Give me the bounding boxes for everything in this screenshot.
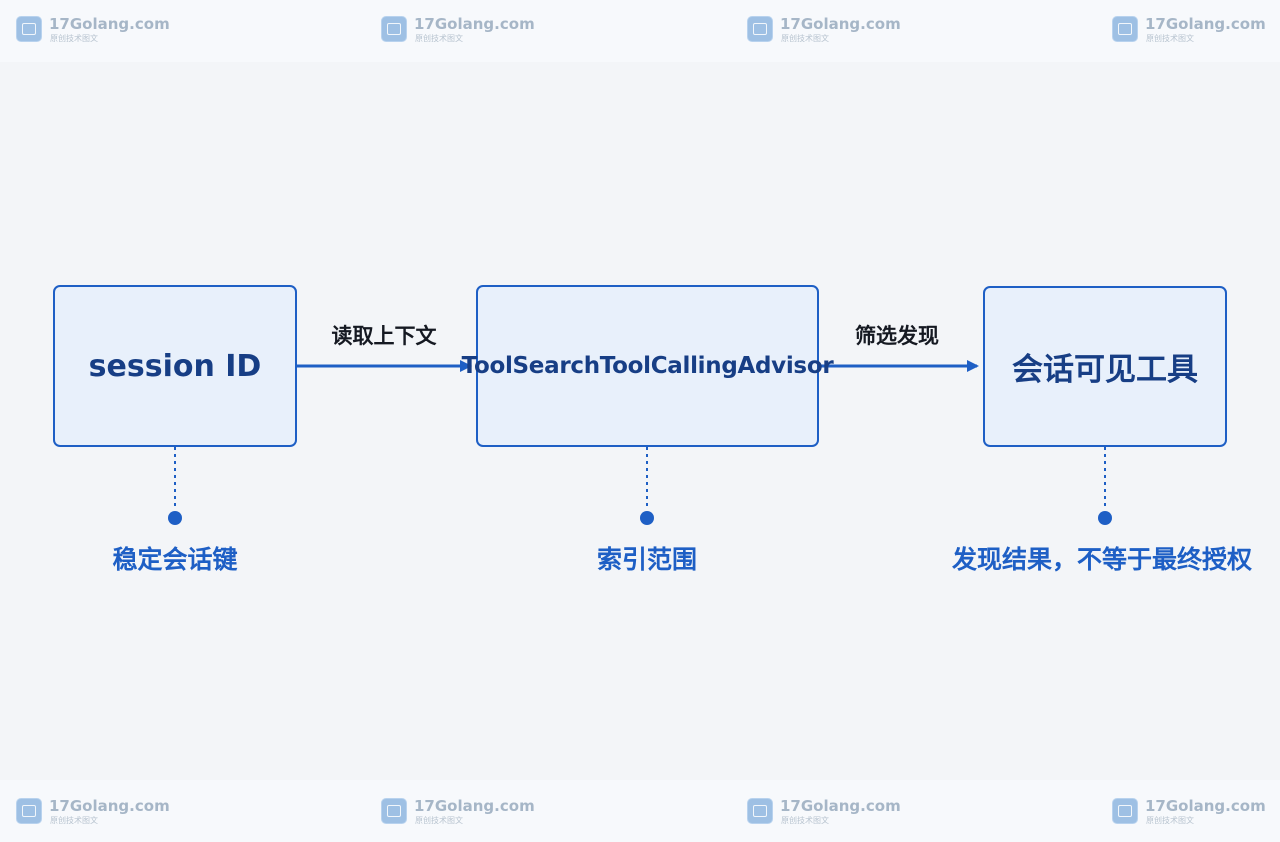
watermark-subtitle: 原创技术图文 [415,34,463,43]
note-dot-tools [1098,511,1112,525]
note-index-scope: 索引范围 [596,545,698,574]
watermark-title: 17Golang.com [49,797,170,815]
watermark: 17Golang.com 原创技术图文 [1112,797,1266,827]
17golang-logo-icon [1112,798,1138,824]
watermark: 17Golang.com 原创技术图文 [1112,15,1266,45]
watermark: 17Golang.com 原创技术图文 [747,15,901,45]
watermark-title: 17Golang.com [1145,15,1266,33]
watermark-band-top: 17Golang.com 原创技术图文 17Golang.com 原创技术图文 … [0,0,1280,62]
note-stable-session-key: 稳定会话键 [112,545,238,574]
note-dot-advisor [640,511,654,525]
node-tool-search-advisor: ToolSearchToolCallingAdvisor [462,285,834,447]
watermark: 17Golang.com 原创技术图文 [16,797,170,827]
watermark-subtitle: 原创技术图文 [781,34,829,43]
node-visible-tools: 会话可见工具 [983,286,1227,447]
17golang-logo-icon [16,16,42,42]
watermark-subtitle: 原创技术图文 [415,816,463,825]
watermark-subtitle: 原创技术图文 [1146,816,1194,825]
17golang-logo-icon [747,16,773,42]
edge-label-read-context: 读取上下文 [331,324,437,348]
watermark: 17Golang.com 原创技术图文 [747,797,901,827]
watermark-title: 17Golang.com [49,15,170,33]
17golang-logo-icon [747,798,773,824]
note-discovery-not-authorization: 发现结果，不等于最终授权 [951,545,1253,574]
note-dot-session [168,511,182,525]
watermark: 17Golang.com 原创技术图文 [381,15,535,45]
node-label: 会话可见工具 [1012,352,1198,388]
watermark-subtitle: 原创技术图文 [1146,34,1194,43]
watermark-subtitle: 原创技术图文 [50,816,98,825]
watermark-title: 17Golang.com [1145,797,1266,815]
watermark-title: 17Golang.com [414,15,535,33]
node-label: ToolSearchToolCallingAdvisor [461,353,834,379]
watermark: 17Golang.com 原创技术图文 [16,15,170,45]
17golang-logo-icon [381,798,407,824]
watermark-title: 17Golang.com [780,797,901,815]
17golang-logo-icon [16,798,42,824]
edge-label-filter-discover: 筛选发现 [855,324,939,348]
17golang-logo-icon [381,16,407,42]
watermark-subtitle: 原创技术图文 [50,34,98,43]
watermark-subtitle: 原创技术图文 [781,816,829,825]
watermark: 17Golang.com 原创技术图文 [381,797,535,827]
watermark-title: 17Golang.com [780,15,901,33]
node-session-id: session ID [53,285,297,447]
17golang-logo-icon [1112,16,1138,42]
watermark-band-bottom: 17Golang.com 原创技术图文 17Golang.com 原创技术图文 … [0,780,1280,842]
node-label: session ID [88,348,262,384]
watermark-title: 17Golang.com [414,797,535,815]
